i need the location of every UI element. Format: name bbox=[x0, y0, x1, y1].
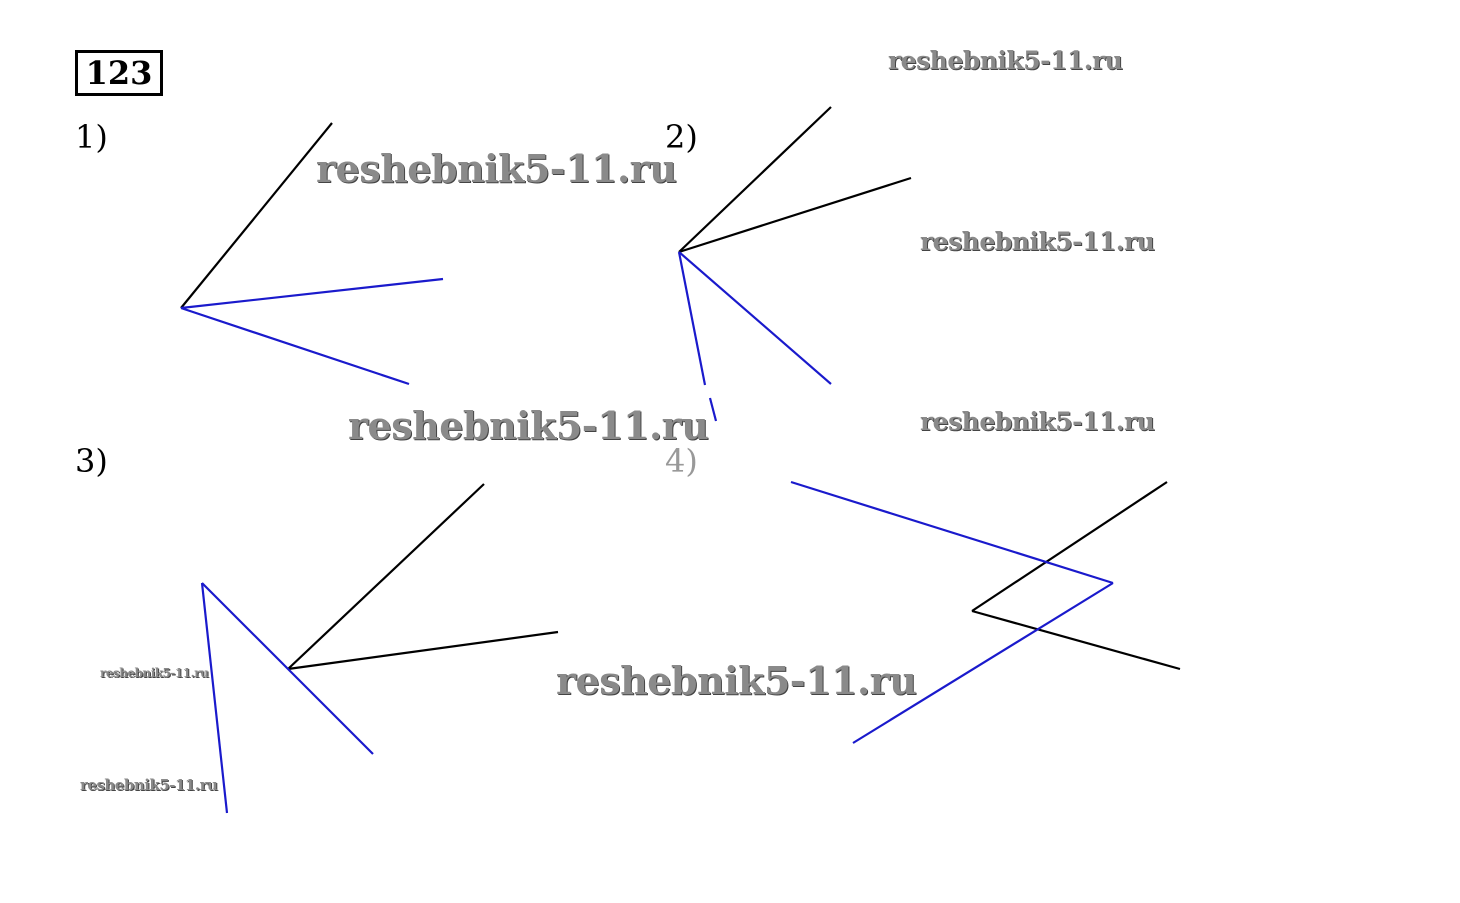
ray-black-2b bbox=[678, 176, 912, 254]
part-label-3: 3) bbox=[75, 442, 108, 480]
ray-black-3b bbox=[287, 630, 559, 671]
ray-blue-4a bbox=[790, 480, 1114, 585]
watermark: reshebnik5-11.ru bbox=[80, 776, 218, 794]
ray-black-1a bbox=[180, 122, 333, 309]
watermark: reshebnik5-11.ru bbox=[100, 666, 209, 680]
watermark: reshebnik5-11.ru bbox=[920, 407, 1155, 436]
ray-blue-2b bbox=[677, 251, 707, 386]
ray-blue-1b bbox=[180, 306, 410, 386]
watermark: reshebnik5-11.ru bbox=[316, 146, 677, 191]
ray-black-4b bbox=[971, 609, 1181, 671]
watermark: reshebnik5-11.ru bbox=[920, 227, 1155, 256]
part-label-1: 1) bbox=[75, 118, 108, 156]
watermark: reshebnik5-11.ru bbox=[556, 658, 917, 703]
ray-blue-3a bbox=[201, 582, 374, 755]
ray-black-4a bbox=[971, 481, 1168, 612]
ray-blue-3b bbox=[200, 582, 229, 814]
ray-blue-2c bbox=[708, 397, 718, 422]
ray-black-2a bbox=[678, 106, 832, 253]
watermark: reshebnik5-11.ru bbox=[348, 403, 709, 448]
ray-blue-1a bbox=[180, 277, 444, 310]
ray-blue-4b bbox=[852, 582, 1114, 744]
part-label-2: 2) bbox=[665, 118, 698, 156]
ray-blue-2a bbox=[678, 251, 832, 385]
watermark: reshebnik5-11.ru bbox=[888, 46, 1123, 75]
ray-black-3a bbox=[287, 483, 485, 670]
problem-number: 123 bbox=[75, 50, 163, 96]
part-label-4: 4) bbox=[665, 442, 698, 480]
